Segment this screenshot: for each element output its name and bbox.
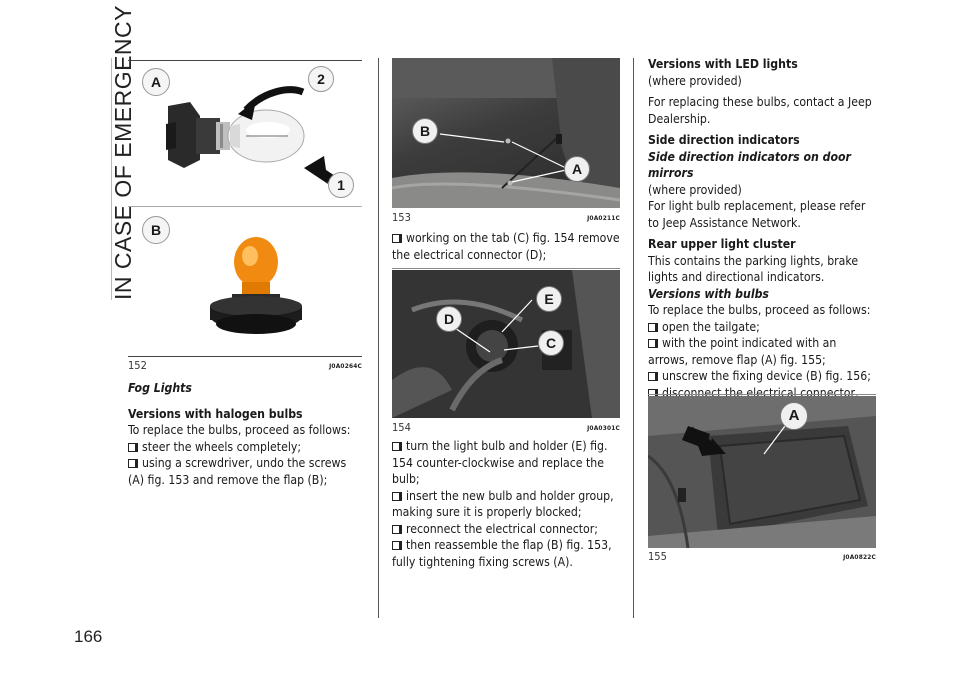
- step-text: working on the tab (C) fig. 154 remove t…: [392, 231, 620, 262]
- led-heading: Versions with LED lights: [648, 57, 798, 71]
- figure-153: B A 153 J0A0211C: [392, 58, 620, 228]
- figure-bottom-rule: [128, 356, 362, 357]
- mirror-indicators-heading: Side direction indicators on door mirror…: [648, 149, 851, 181]
- callout-1-text: 1: [337, 177, 345, 193]
- step-text: with the point indicated with an arrows,…: [648, 336, 837, 367]
- callout-d: D: [436, 306, 462, 332]
- bullet-icon: [392, 524, 402, 534]
- step-item: unscrew the fixing device (B) fig. 156;: [648, 368, 878, 385]
- rear-cluster-text: This contains the parking lights, brake …: [648, 253, 859, 285]
- callout-a-text: A: [571, 161, 583, 177]
- bullet-icon: [128, 442, 138, 452]
- figure-152: A 2 1 B 152 J0A0264C: [128, 58, 362, 376]
- halogen-heading: Versions with halogen bulbs: [128, 406, 303, 421]
- callout-1: 1: [328, 172, 354, 198]
- step-item: working on the tab (C) fig. 154 remove t…: [392, 230, 620, 263]
- bulb-a-illustration: [166, 86, 339, 186]
- bullet-icon: [648, 372, 658, 381]
- step-text: using a screwdriver, undo the screws (A)…: [128, 456, 347, 487]
- step-text: turn the light bulb and holder (E) fig. …: [392, 439, 608, 486]
- tailgate-flap-photo: [648, 396, 876, 548]
- figure-number: 152: [128, 359, 147, 372]
- step-item: with the point indicated with an arrows,…: [648, 335, 878, 368]
- bulbs-intro: To replace the bulbs, proceed as follows…: [648, 303, 871, 317]
- figure-code: J0A0264C: [329, 362, 362, 370]
- callout-b: B: [142, 216, 170, 244]
- figure-code: J0A0211C: [587, 214, 620, 222]
- figure-top-rule: [392, 268, 620, 269]
- callout-2-text: 2: [317, 71, 325, 87]
- bullet-icon: [648, 339, 658, 348]
- callout-c-text: C: [545, 335, 557, 351]
- side-indicators-heading: Side direction indicators: [648, 133, 800, 147]
- figure-155: A 155 J0A0822C: [648, 394, 876, 566]
- figure-154: D E C 154 J0A0301C: [392, 268, 620, 434]
- figure-top-rule: [128, 60, 362, 61]
- callout-a: A: [564, 156, 590, 182]
- figure-code: J0A0301C: [587, 424, 620, 432]
- callout-b-text: B: [419, 123, 431, 139]
- led-text: For replacing these bulbs, contact a Jee…: [648, 95, 872, 126]
- step-item: turn the light bulb and holder (E) fig. …: [392, 438, 620, 488]
- bullet-icon: [392, 234, 402, 243]
- column-3-text: Versions with LED lights (where provided…: [648, 56, 878, 421]
- step-text: then reassemble the flap (B) fig. 153, f…: [392, 538, 612, 569]
- bullet-icon: [392, 442, 402, 451]
- step-text: reconnect the electrical connector;: [406, 521, 598, 536]
- bullet-icon: [648, 322, 658, 332]
- fog-light-connector-photo: [392, 270, 620, 418]
- step-text: steer the wheels completely;: [142, 439, 302, 454]
- bullet-icon: [128, 459, 138, 468]
- callout-a: A: [780, 402, 808, 430]
- callout-b-text: B: [150, 222, 162, 238]
- step-text: unscrew the fixing device (B) fig. 156;: [662, 369, 871, 383]
- step-item: steer the wheels completely;: [128, 439, 364, 456]
- figure-code: J0A0822C: [843, 553, 876, 561]
- step-item: reconnect the electrical connector;: [392, 521, 620, 538]
- figure-top-rule: [648, 394, 876, 395]
- figure-number: 154: [392, 421, 411, 434]
- step-item: using a screwdriver, undo the screws (A)…: [128, 455, 364, 488]
- step-text: insert the new bulb and holder group, ma…: [392, 488, 614, 520]
- section-title-rule: [111, 58, 112, 300]
- column-1-text: Fog Lights Versions with halogen bulbs T…: [128, 380, 364, 491]
- mirror-where: (where provided): [648, 182, 742, 197]
- mirror-text: For light bulb replacement, please refer…: [648, 199, 866, 230]
- step-item: then reassemble the flap (B) fig. 153, f…: [392, 537, 620, 570]
- bulb-b-illustration: [210, 237, 302, 334]
- page-number: 166: [74, 627, 103, 646]
- halogen-intro: To replace the bulbs, proceed as follows…: [128, 423, 351, 437]
- led-where: (where provided): [648, 73, 742, 88]
- callout-d-text: D: [443, 311, 455, 327]
- bullet-icon: [392, 541, 402, 550]
- figure-number: 153: [392, 211, 411, 224]
- callout-b: B: [412, 118, 438, 144]
- fog-light-flap-drawing: [392, 58, 620, 208]
- step-item: insert the new bulb and holder group, ma…: [392, 488, 620, 521]
- figure-mid-rule: [128, 206, 362, 207]
- callout-e-text: E: [544, 291, 554, 307]
- callout-a-text: A: [788, 407, 800, 424]
- column-2-text: turn the light bulb and holder (E) fig. …: [392, 438, 620, 573]
- bulbs-heading: Versions with bulbs: [648, 286, 769, 301]
- tailgate-flap-drawing: [648, 396, 876, 548]
- step-item: open the tailgate;: [648, 319, 878, 336]
- callout-e: E: [536, 286, 562, 312]
- fog-lights-heading: Fog Lights: [128, 381, 192, 395]
- fog-light-flap-photo: [392, 58, 620, 208]
- figure-number: 155: [648, 550, 667, 563]
- rear-cluster-heading: Rear upper light cluster: [648, 237, 796, 251]
- callout-a-text: A: [150, 74, 162, 90]
- column-2-top-text: working on the tab (C) fig. 154 remove t…: [392, 230, 620, 266]
- callout-2: 2: [308, 66, 334, 92]
- bullet-icon: [392, 491, 402, 501]
- callout-c: C: [538, 330, 564, 356]
- callout-a: A: [142, 68, 170, 96]
- column-divider: [378, 58, 379, 618]
- section-title: IN CASE OF EMERGENCY: [82, 5, 136, 300]
- column-divider: [633, 58, 634, 618]
- fog-light-connector-drawing: [392, 270, 620, 418]
- step-text: open the tailgate;: [662, 319, 760, 334]
